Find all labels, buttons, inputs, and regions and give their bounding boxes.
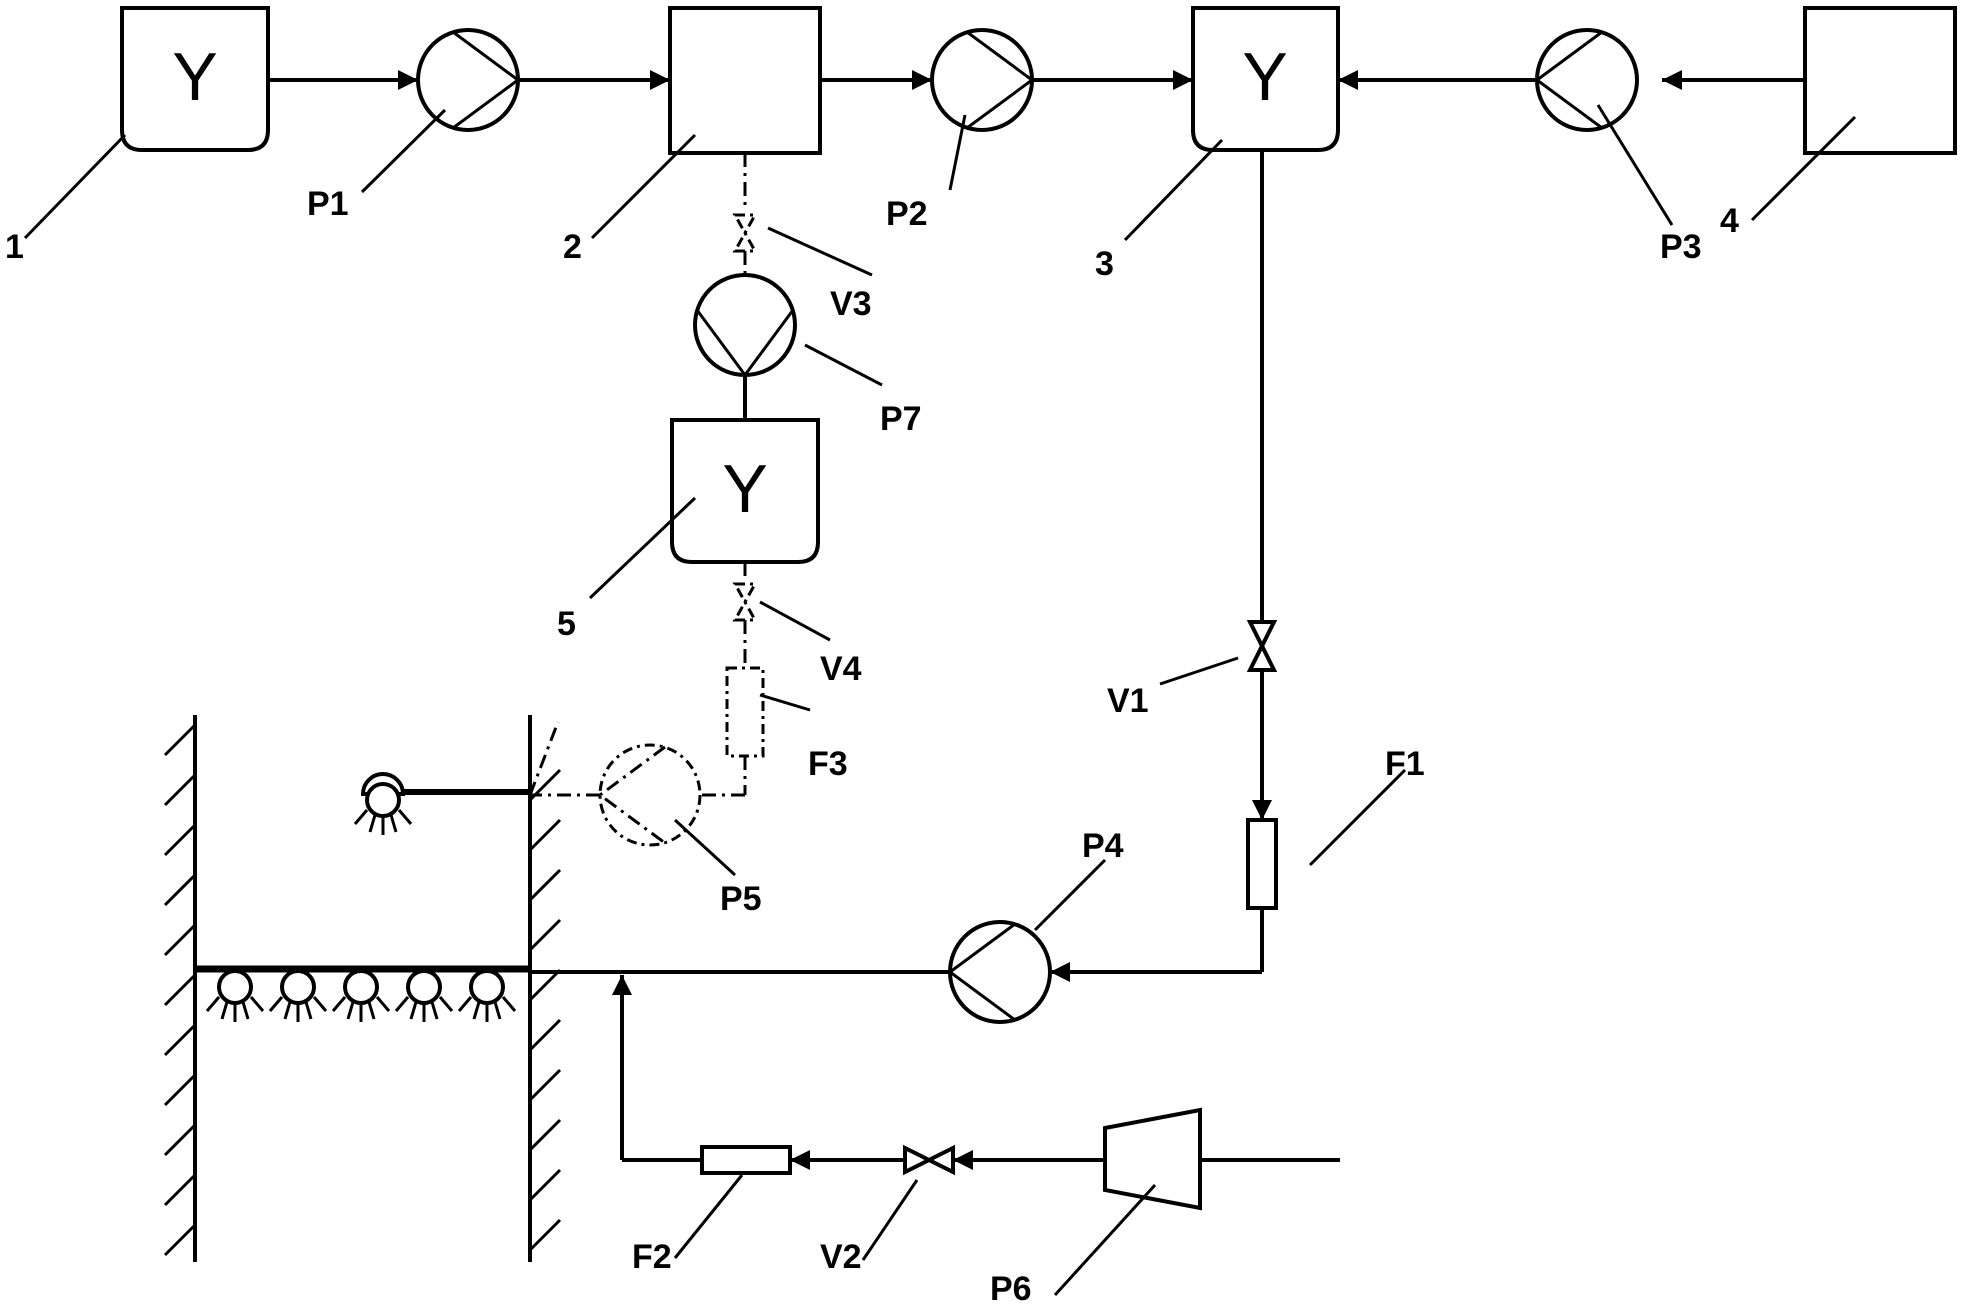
label-v3: V3 [830,285,872,323]
label-p1: P1 [307,185,349,223]
label-p4: P4 [1082,827,1124,865]
label-f3: F3 [808,745,848,783]
label-v2: V2 [820,1238,862,1276]
label-p6: P6 [990,1270,1032,1307]
pipe-wall-vent [528,721,560,796]
bed-nozzle [457,969,517,1022]
label-5: 5 [557,605,576,643]
label-f2: F2 [632,1238,672,1276]
pump-p2 [930,28,1035,132]
label-p3: P3 [1660,228,1702,266]
spray-nozzle-top [353,771,413,835]
label-2: 2 [563,228,582,266]
pump-p1 [416,28,521,132]
source-4 [1803,6,1957,155]
filter-f3 [725,666,765,758]
pump-p7 [693,273,797,378]
label-v1: V1 [1107,682,1149,720]
leader-lines [23,104,1857,1297]
label-p2: P2 [886,195,928,233]
bed-nozzles [205,969,517,1022]
pump-p4 [947,920,1052,1024]
pump-p3 [1534,28,1639,132]
bed-nozzle [331,969,391,1022]
label-v4: V4 [820,650,862,688]
valve-v1 [1246,620,1278,672]
left-wall [163,715,197,1262]
tank-1: Y [120,6,270,152]
label-1: 1 [5,228,24,266]
tank-5-symbol: Y [722,451,767,527]
filter-f1 [1246,818,1278,910]
valve-v4 [732,582,758,622]
label-p7: P7 [880,400,922,438]
label-3: 3 [1095,245,1114,283]
tank-5: Y [670,418,820,564]
compressor-p6 [1103,1107,1202,1211]
valve-v3 [732,213,758,253]
label-f1: F1 [1385,745,1425,783]
valve-v2 [903,1144,955,1176]
label-p5: P5 [720,880,762,918]
tank-3-symbol: Y [1242,39,1287,115]
tank-3: Y [1191,6,1340,152]
label-4: 4 [1720,202,1739,240]
filter-f2 [700,1145,792,1175]
tank-1-symbol: Y [172,39,217,115]
bed-nozzle [205,969,265,1022]
vessel-2 [668,6,822,155]
right-wall [528,715,562,1262]
bed-nozzle [268,969,328,1022]
bed-nozzle [394,969,454,1022]
